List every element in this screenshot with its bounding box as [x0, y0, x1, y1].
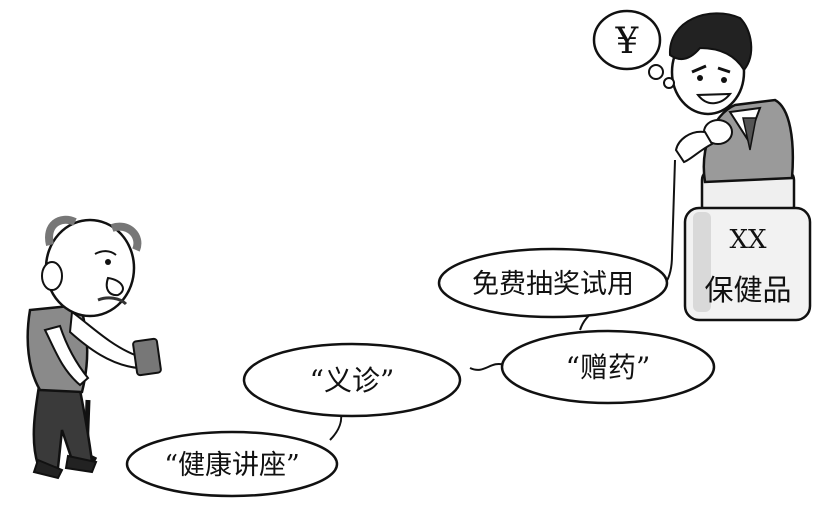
- stone-free-clinic: “义诊”: [242, 342, 462, 418]
- elderly-man-figure: [26, 215, 162, 480]
- stone-lecture-label: “健康讲座”: [164, 450, 300, 481]
- supplement-bottle: XX 保健品: [683, 168, 812, 322]
- salesman-figure: [668, 12, 795, 184]
- thought-bubble: ¥: [592, 9, 675, 89]
- yen-symbol: ¥: [615, 21, 640, 62]
- stone-gift-medicine-label: “赠药”: [566, 351, 651, 384]
- stone-gift-medicine: “赠药”: [500, 329, 716, 405]
- stone-free-trial-label: 免费抽奖试用: [472, 269, 634, 300]
- stone-free-clinic-label: “义诊”: [310, 364, 395, 397]
- bottle-product: 保健品: [704, 273, 791, 307]
- bottle-brand: XX: [729, 225, 767, 255]
- stone-free-trial: 免费抽奖试用: [437, 247, 669, 319]
- stone-lecture: “健康讲座”: [125, 430, 339, 498]
